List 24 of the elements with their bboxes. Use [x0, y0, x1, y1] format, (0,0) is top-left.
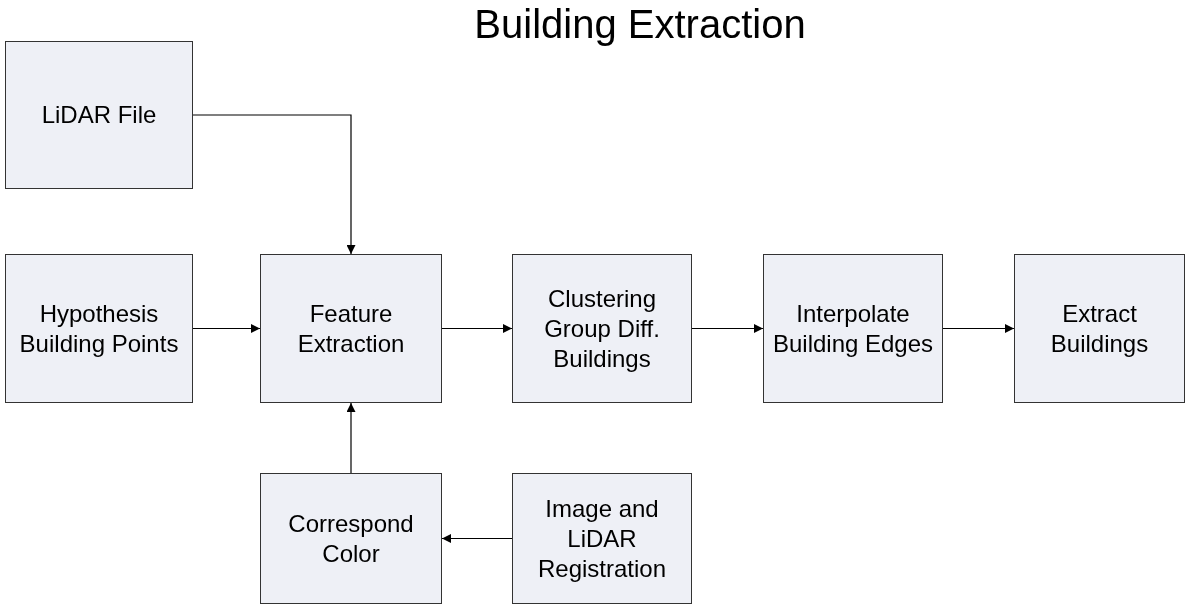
box-label: Correspond Color — [287, 508, 415, 569]
arrow — [691, 324, 764, 333]
process-box — [512, 254, 692, 403]
box-label: Image and LiDAR Registration — [536, 493, 668, 584]
arrow — [441, 324, 513, 333]
box-label: Feature Extraction — [296, 298, 406, 359]
box-label: Extract Buildings — [1049, 298, 1150, 359]
box-label: Hypothesis Building Points — [18, 298, 180, 359]
process-box — [512, 473, 692, 604]
arrow — [192, 324, 261, 333]
process-box — [5, 254, 193, 403]
arrow — [441, 534, 513, 543]
process-box — [763, 254, 943, 403]
title: Building Extraction — [473, 2, 807, 47]
process-box — [260, 473, 442, 604]
process-box — [1014, 254, 1185, 403]
box-label: Clustering Group Diff. Buildings — [543, 283, 661, 374]
arrow — [346, 402, 356, 474]
process-box — [5, 41, 193, 189]
box-label: Interpolate Building Edges — [771, 298, 935, 359]
process-box — [260, 254, 442, 403]
arrow — [192, 114, 356, 255]
arrow — [942, 324, 1015, 333]
box-label: LiDAR File — [40, 100, 158, 130]
